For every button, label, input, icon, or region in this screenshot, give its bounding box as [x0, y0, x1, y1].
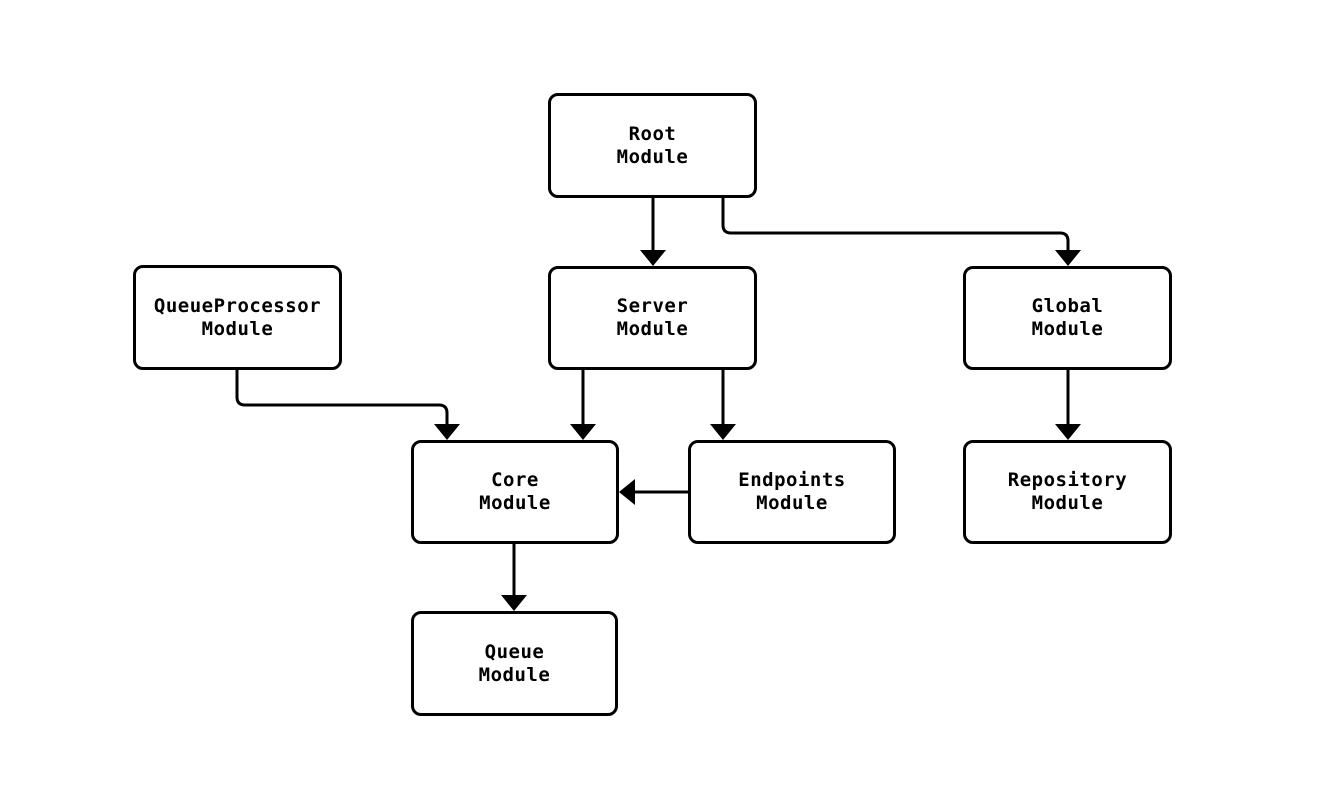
- arrowhead-global-to-repository: [1055, 424, 1081, 440]
- node-label-line2: Module: [1031, 492, 1104, 514]
- node-label-line2: Module: [1031, 318, 1104, 340]
- node-endpoints-module: Endpoints Module: [688, 440, 896, 544]
- node-label-line2: Module: [756, 492, 828, 514]
- node-label-line1: Queue: [484, 640, 545, 663]
- node-core-module: Core Module: [411, 440, 619, 544]
- arrowhead-core-to-queue: [501, 595, 527, 611]
- arrowhead-server-to-endpoints: [710, 424, 736, 440]
- node-label-line1: Global: [1031, 295, 1104, 317]
- node-label-line2: Module: [478, 663, 551, 686]
- edge-root-to-global: [721, 198, 1070, 251]
- arrowhead-endpoints-to-core: [619, 479, 635, 505]
- node-label-line1: Root: [628, 122, 677, 145]
- edge-queueprocessor-to-core: [235, 370, 449, 425]
- node-queue-module: Queue Module: [411, 611, 618, 716]
- node-label-line1: Core: [491, 469, 539, 491]
- node-label-line1: Endpoints: [738, 469, 846, 491]
- node-label-line1: Repository: [1007, 469, 1128, 491]
- node-label-line1: QueueProcessor: [153, 294, 322, 317]
- node-root-module: Root Module: [548, 93, 757, 198]
- node-label-line2: Module: [616, 318, 689, 340]
- arrowhead-server-to-core: [570, 424, 596, 440]
- node-label-line2: Module: [201, 317, 274, 340]
- node-label-line2: Module: [616, 145, 689, 168]
- node-global-module: Global Module: [963, 266, 1172, 370]
- node-server-module: Server Module: [548, 266, 757, 370]
- arrowhead-queueprocessor-to-core: [434, 424, 460, 440]
- node-label-line1: Server: [616, 295, 689, 317]
- node-repository-module: Repository Module: [963, 440, 1172, 544]
- arrowhead-root-to-server: [640, 250, 666, 266]
- node-label-line2: Module: [479, 492, 551, 514]
- node-queueprocessor-module: QueueProcessor Module: [133, 265, 342, 370]
- arrowhead-root-to-global: [1055, 250, 1081, 266]
